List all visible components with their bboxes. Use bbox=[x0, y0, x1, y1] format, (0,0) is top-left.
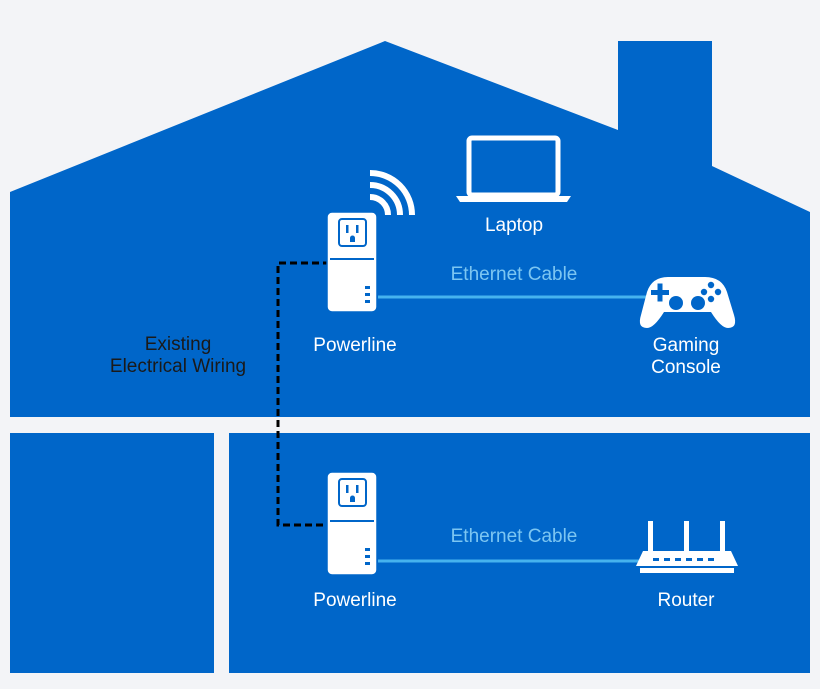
outlet-icon bbox=[338, 218, 367, 247]
powerline-adapter-icon bbox=[326, 471, 378, 576]
outlet-icon bbox=[338, 478, 367, 507]
gaming-console-label: Gaming Console bbox=[626, 335, 746, 379]
powerline-lower-label: Powerline bbox=[313, 590, 397, 611]
gamepad-icon bbox=[639, 277, 736, 328]
gaming-console-label-line2: Console bbox=[651, 357, 721, 378]
house-lower-left-room bbox=[10, 433, 214, 673]
laptop-label: Laptop bbox=[484, 215, 544, 236]
router-icon bbox=[636, 521, 738, 573]
powerline-adapter-icon bbox=[326, 211, 378, 313]
laptop-icon bbox=[456, 135, 571, 202]
electrical-wiring-label-line1: Existing bbox=[144, 334, 212, 355]
house-upper-floor bbox=[10, 41, 810, 417]
electrical-wiring bbox=[276, 261, 330, 527]
electrical-wiring-label: Existing Electrical Wiring bbox=[98, 334, 258, 378]
gaming-console-label-line1: Gaming bbox=[652, 335, 720, 356]
electrical-wiring-label-line2: Electrical Wiring bbox=[109, 356, 247, 377]
ethernet-cable-lower-label: Ethernet Cable bbox=[450, 526, 578, 547]
wifi-icon bbox=[369, 170, 415, 216]
ethernet-cable-upper-label: Ethernet Cable bbox=[450, 264, 578, 285]
router-label: Router bbox=[657, 590, 715, 611]
powerline-upper-label: Powerline bbox=[313, 335, 397, 356]
